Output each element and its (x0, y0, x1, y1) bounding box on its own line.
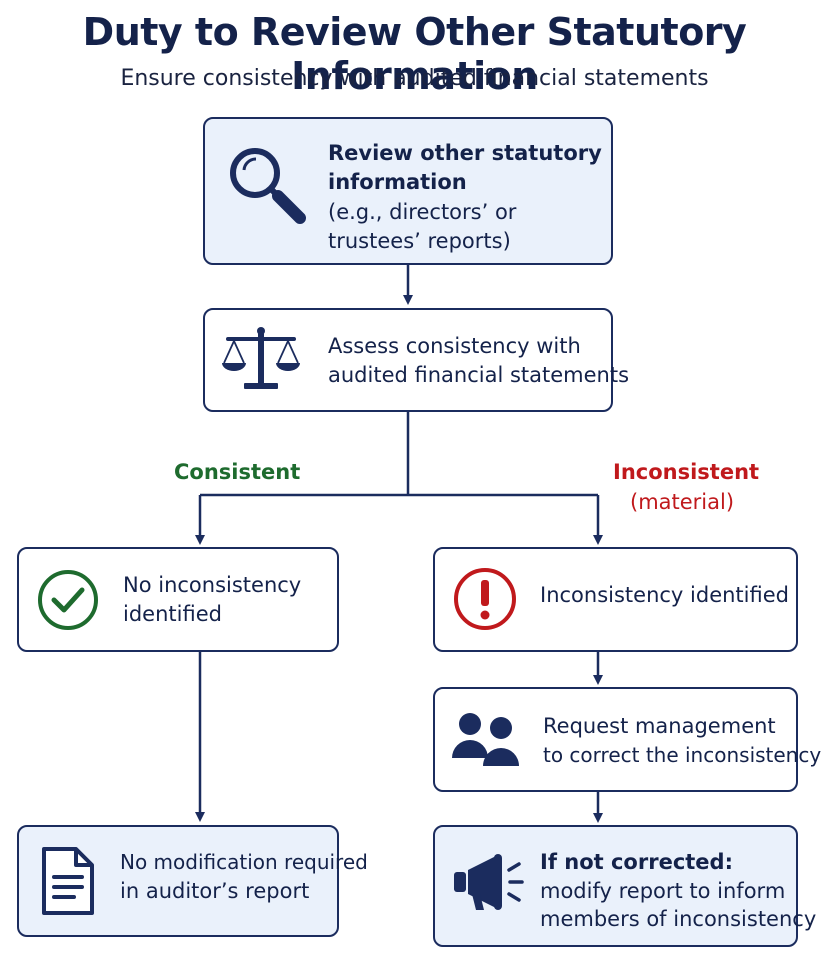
document-icon (42, 847, 94, 915)
review-title-line1: Review other statutory (328, 141, 602, 165)
consistent-line2: identified (123, 602, 222, 626)
page-title: Duty to Review Other Statutory Informati… (82, 10, 747, 98)
not-corrected-line3: members of inconsistency (540, 907, 817, 931)
exclamation-circle-icon (454, 568, 516, 630)
assess-line2: audited financial statements (328, 363, 630, 387)
review-title-line2: information (328, 170, 467, 194)
not-corrected-line1: If not corrected: (540, 850, 733, 874)
request-line1: Request management (543, 714, 776, 738)
review-example-line2: trustees’ reports) (328, 229, 511, 253)
magnifier-icon (230, 148, 306, 224)
scales-icon (222, 327, 300, 389)
branch-label-material: (material) (630, 490, 735, 514)
review-example-line1: (e.g., directors’ or (328, 200, 517, 224)
no-modification-line2: in auditor’s report (120, 879, 310, 903)
inconsistent-step-box (433, 547, 798, 652)
assess-step-box (203, 308, 613, 412)
no-modification-line1: No modification required (120, 850, 368, 874)
consistent-line1: No inconsistency (123, 573, 302, 597)
not-corrected-line2: modify report to inform (540, 879, 786, 903)
request-step-box (433, 687, 798, 792)
check-circle-icon (38, 570, 98, 630)
request-line2: to correct the inconsistency (543, 743, 822, 767)
people-icon (452, 713, 519, 766)
assess-line1: Assess consistency with (328, 334, 581, 358)
page-subtitle: Ensure consistency with audited financia… (120, 66, 709, 91)
inconsistent-line1: Inconsistency identified (540, 583, 789, 607)
branch-label-inconsistent: Inconsistent (613, 460, 760, 484)
branch-label-consistent: Consistent (174, 460, 301, 484)
megaphone-icon (454, 854, 524, 910)
